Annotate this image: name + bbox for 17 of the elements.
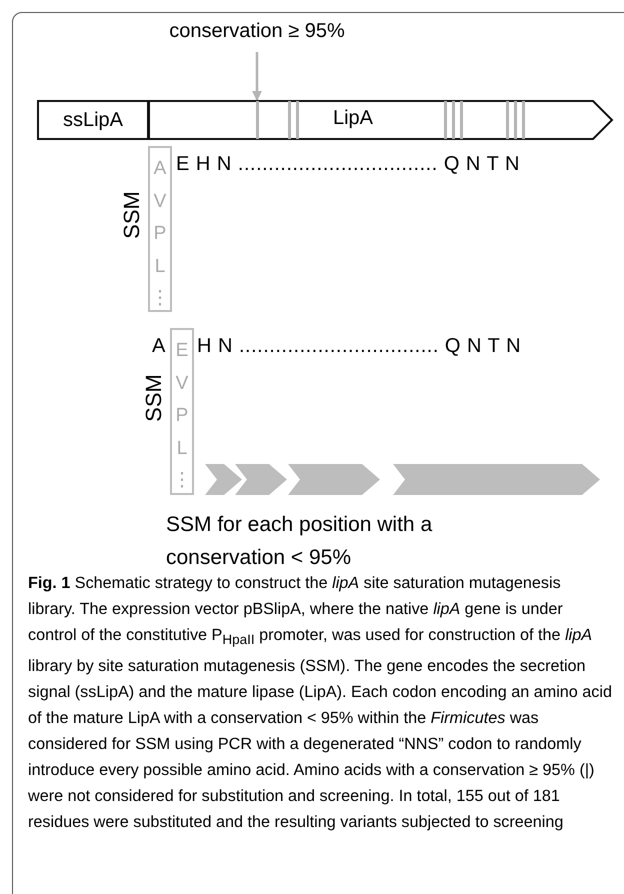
arrow [252, 52, 262, 101]
amino-acid-options: A V P L ⋮ [150, 153, 170, 316]
annotation-text: conservation ≥ 95% [168, 20, 346, 43]
gene-segment-label: ssLipA [62, 109, 124, 132]
amino-acid-sequence: E H N ................................. Q N T N [176, 153, 520, 176]
amino-acid-letter: A [152, 335, 166, 358]
mutation-column-box [170, 328, 194, 495]
signal-sequence-box [37, 100, 149, 140]
axis-label: SSM [141, 374, 167, 422]
axis-label: SSM [119, 191, 145, 239]
amino-acid-options: E V P L ⋮ [172, 335, 192, 498]
mutation-column-box [148, 146, 172, 312]
gene-segment-label: LipA [332, 107, 374, 130]
amino-acid-sequence: H N ................................. Q N T N [197, 335, 522, 358]
figure-caption: Fig. 1 Schematic strategy to construct the lipA site saturation mutagenesis library. The expression vector pBSlipA, where the native lipA gene is under control of the constitutive P$_{HpaII}$ promoter, was used for construction of the lipA library by site saturation mutagenesis (SSM). The gene encodes the secretion signal (ssLipA) and the mature lipase (LipA). Each codon encoding an amino acid of the mature LipA with a conservation < 95% within the Firmicutes was considered for SSM using PCR with a degenerated “NNS” codon to randomly introduce every possible amino acid. Amino acids with a conservation ≥ 95% (|) were not considered for substitution and screening. In total, 155 out of 181 residues were substituted and the resulting variants subjected to screening [28, 573, 612, 834]
conserved-position-bar [256, 101, 258, 139]
annotation-text: SSM for each position with a conservation < 95% [166, 512, 434, 571]
